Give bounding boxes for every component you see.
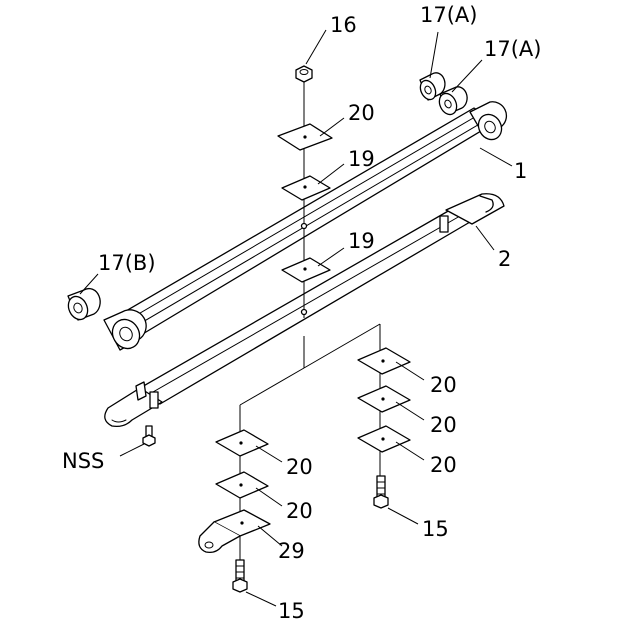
label-19-upper: 19 (348, 147, 375, 171)
plate-stack-right (303, 323, 411, 500)
callout-labels: 16 17(A) 17(A) 20 19 1 19 2 17(B) NSS 20… (62, 3, 541, 623)
bushing-17a-lower (438, 86, 468, 116)
main-leaf-eye-left (103, 309, 147, 351)
label-20-right-3: 20 (430, 453, 457, 477)
label-17a-lower: 17(A) (484, 37, 541, 61)
label-20-left-1: 20 (286, 455, 313, 479)
label-20-left-2: 20 (286, 499, 313, 523)
plate-stack-left (215, 367, 305, 560)
bushing-17b (67, 287, 101, 321)
label-20-top: 20 (348, 101, 375, 125)
label-20-right-2: 20 (430, 413, 457, 437)
bolt-15-left (232, 559, 248, 593)
spring-bracket-29 (198, 509, 271, 554)
label-nss: NSS (62, 449, 104, 473)
label-15-left: 15 (278, 599, 305, 623)
bolt-15-right (373, 475, 389, 509)
label-1: 1 (514, 159, 527, 183)
label-16: 16 (330, 13, 357, 37)
label-17b: 17(B) (98, 251, 156, 275)
nss-bolt (142, 425, 156, 447)
label-15-right: 15 (422, 517, 449, 541)
center-bolt-stack (277, 65, 333, 318)
label-2: 2 (498, 247, 511, 271)
helper-leaf-spring (104, 193, 505, 428)
label-19-lower: 19 (348, 229, 375, 253)
label-29: 29 (278, 539, 305, 563)
main-leaf-eye-right (469, 101, 508, 141)
label-17a-upper: 17(A) (420, 3, 477, 27)
label-20-right-1: 20 (430, 373, 457, 397)
bushing-17a-upper (419, 72, 446, 101)
callout-leaders (79, 29, 513, 607)
